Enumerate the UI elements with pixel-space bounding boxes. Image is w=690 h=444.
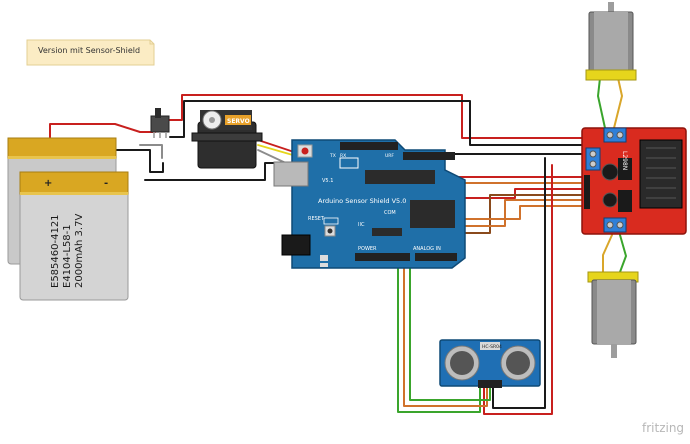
wire-signal-orange-2[interactable] — [444, 199, 586, 227]
battery-minus-label: - — [104, 178, 108, 189]
shield-reset-label: RESET — [308, 216, 325, 222]
wire-battery-gray[interactable] — [139, 144, 163, 159]
servo[interactable]: SERVO — [191, 110, 263, 169]
shield-urf-label: URF — [385, 153, 394, 159]
battery-label-line-1: E585460-4121 — [50, 214, 61, 288]
servo-label: SERVO — [227, 118, 250, 125]
wire-switch-black[interactable] — [169, 100, 596, 146]
wire-signal-brown[interactable] — [444, 194, 586, 234]
ultrasonic-label: HC-SR04 — [482, 344, 502, 350]
wire-battery-red[interactable] — [49, 123, 156, 141]
arduino-sensor-shield[interactable]: Arduino Sensor Shield V5.0 V5.1 RESET PO… — [273, 139, 466, 269]
wire-sensor-orange[interactable] — [403, 181, 488, 407]
wire-signal-orange-3[interactable] — [444, 205, 586, 220]
wire-switch-red[interactable] — [165, 94, 596, 139]
ultrasonic-sensor[interactable]: HC-SR04 — [439, 339, 541, 388]
battery-front[interactable]: + - E585460-4121 E4104-L58-1 2000mAh 3.7… — [19, 171, 129, 301]
motor-bottom[interactable] — [587, 271, 639, 358]
wire-sensor-black[interactable] — [492, 157, 546, 409]
shield-com-label: COM — [384, 210, 396, 216]
shield-title: Arduino Sensor Shield V5.0 — [318, 197, 406, 205]
shield-analog-label: ANALOG IN — [413, 246, 441, 252]
battery-label-line-3: 2000mAh 3.7V — [74, 214, 85, 288]
power-switch[interactable] — [150, 108, 170, 138]
battery-label-line-2: E4104-L58-1 — [62, 224, 73, 288]
fritzing-watermark: fritzing — [642, 421, 684, 435]
driver-label: L298N — [621, 151, 628, 170]
wire-motor-bottom-left[interactable] — [602, 234, 613, 273]
battery-plus-label: + — [44, 178, 52, 189]
wire-motor-top-left[interactable] — [597, 77, 606, 129]
version-note[interactable]: Version mit Sensor-Shield — [26, 39, 155, 66]
motor-top[interactable] — [585, 2, 637, 81]
wire-motor-bottom-right[interactable] — [619, 234, 627, 273]
shield-rx-label: RX — [340, 153, 346, 159]
shield-version: V5.1 — [322, 178, 333, 184]
battery-label: E585460-4121 E4104-L58-1 2000mAh 3.7V — [50, 214, 85, 288]
l298n-motor-driver[interactable]: L298N — [581, 127, 687, 235]
shield-power-label: POWER — [358, 246, 377, 252]
wire-signal-red-2[interactable] — [439, 188, 586, 199]
shield-tx-label: TX — [329, 153, 336, 159]
wire-sensor-green-2[interactable] — [409, 181, 491, 401]
version-note-text: Version mit Sensor-Shield — [38, 46, 140, 55]
shield-iic-label: IIC — [358, 222, 365, 228]
wire-motor-top-right[interactable] — [613, 77, 623, 129]
